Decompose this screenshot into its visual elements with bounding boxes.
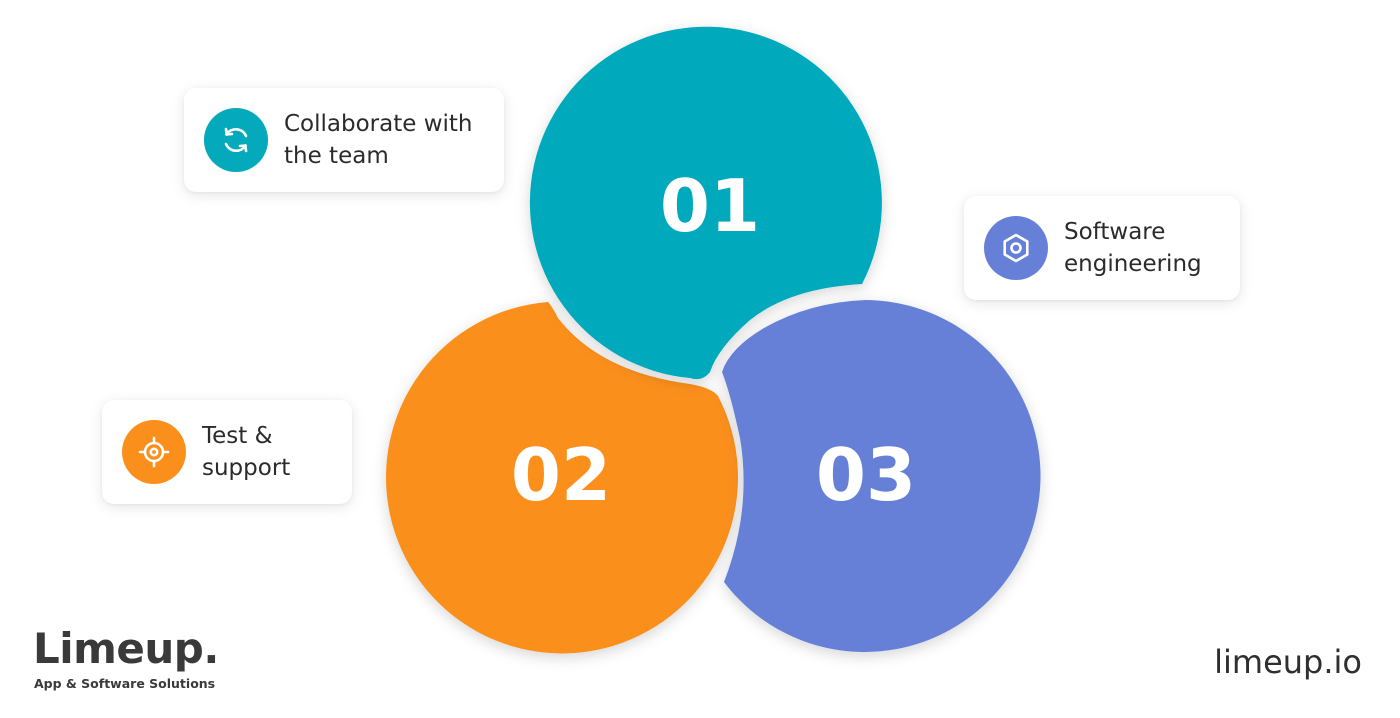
card-engineering-line1: Software: [1064, 219, 1166, 245]
brand-logo: Limeup.: [33, 624, 219, 673]
website-label: limeup.io: [1214, 643, 1362, 681]
card-engineering-label: Software engineering: [1064, 216, 1202, 280]
card-collaborate-line2: the team: [284, 143, 389, 169]
target-icon: [122, 420, 186, 484]
card-engineering-line2: engineering: [1064, 251, 1202, 277]
card-collaborate-line1: Collaborate with: [284, 111, 473, 137]
refresh-icon: [204, 108, 268, 172]
segment-02-number: 02: [511, 433, 611, 517]
card-collaborate-label: Collaborate with the team: [284, 108, 473, 172]
card-collaborate: Collaborate with the team: [184, 88, 504, 192]
segment-01-circle: [529, 26, 882, 380]
segment-02-circle: [385, 302, 738, 654]
card-engineering: Software engineering: [964, 196, 1240, 300]
card-test: Test & support: [102, 400, 352, 504]
segment-01-number: 01: [660, 164, 760, 248]
hexagon-nut-icon: [984, 216, 1048, 280]
card-test-label: Test & support: [202, 420, 290, 484]
brand-tagline: App & Software Solutions: [34, 676, 216, 691]
segment-03-circle: [722, 300, 1041, 652]
segment-03-number: 03: [816, 433, 916, 517]
card-test-line2: support: [202, 455, 291, 481]
card-test-line1: Test &: [202, 423, 273, 449]
